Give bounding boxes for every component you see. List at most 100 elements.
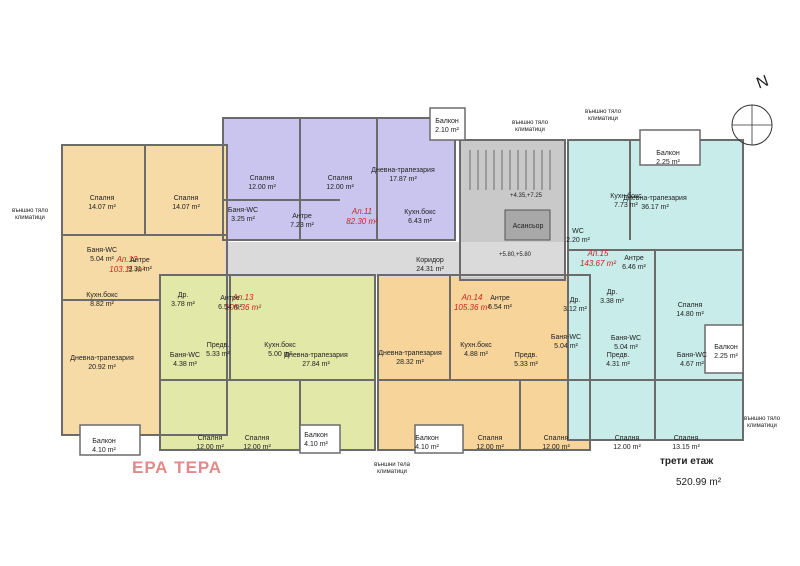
annotation-ac-unit-top: външно тяло <box>512 120 549 126</box>
brand-watermark: ЕРА ТЕРА <box>132 458 223 477</box>
annotation-ac-unit-right-top: външно тяло <box>585 109 622 115</box>
room-name: Др. <box>570 297 581 304</box>
room-area: 28.32 m² <box>396 359 424 366</box>
room-area: 7.23 m² <box>290 222 314 229</box>
room-area: 7.73 m² <box>614 202 638 209</box>
room-area: 5.33 m² <box>514 361 538 368</box>
annotation-ac-units-bottom: външни тела <box>374 462 411 468</box>
room-name: Предв. <box>515 352 537 359</box>
room-name: Дневна-трапезария <box>70 355 134 362</box>
room-name: Антре <box>490 295 510 302</box>
annotation-ac-unit-right-bottom: климатици <box>747 423 777 429</box>
room-name: Балкон <box>415 435 439 442</box>
room-name: Баня-WC <box>611 335 641 342</box>
room-name: Спалня <box>174 195 199 202</box>
room-name: Спалня <box>544 435 569 442</box>
room-area: 13.15 m² <box>672 444 700 451</box>
annotation-level-top: +4.35,+7.25 <box>510 193 543 199</box>
total-area: 520.99 m² <box>676 477 722 488</box>
annotation-ac-unit-top: климатици <box>515 127 545 133</box>
room-area: 5.04 m² <box>554 343 578 350</box>
room-name: Спалня <box>198 435 223 442</box>
room-name: Предв. <box>207 342 229 349</box>
room-name: Баня-WC <box>87 247 117 254</box>
apartment-11-area <box>223 118 455 240</box>
apartment-area: 103.11 m² <box>109 265 145 274</box>
room-area: 12.00 m² <box>326 184 354 191</box>
room-area: 12.00 m² <box>196 444 224 451</box>
apartment-area: 143.67 m² <box>580 259 616 268</box>
room-area: 5.04 m² <box>614 344 638 351</box>
room-area: 27.84 m² <box>302 361 330 368</box>
room-area: 2.10 m² <box>435 127 459 134</box>
annotation-ac-unit-right-bottom: външно тяло <box>744 416 781 422</box>
room-area: 5.33 m² <box>206 351 230 358</box>
room-name: Кухн.бокс <box>86 291 118 299</box>
room-name: Спалня <box>328 175 353 182</box>
room-name: Кухн.бокс <box>264 341 296 349</box>
annotation-ac-unit-left: външно тяло <box>12 208 49 214</box>
apartment-area: 105.36 m² <box>225 303 261 312</box>
room-name: Баня-WC <box>551 334 581 341</box>
room-area: 6.46 m² <box>622 264 646 271</box>
room-name: Баня-WC <box>228 207 258 214</box>
room-name: Балкон <box>656 150 680 157</box>
elevator <box>504 209 551 241</box>
room-name: Антре <box>292 213 312 220</box>
room-name: Кухн.бокс <box>460 341 492 349</box>
room-name: Антре <box>220 295 240 302</box>
annotation-ac-unit-right-top: климатици <box>588 116 618 122</box>
apartment-label: Ап.11 <box>351 207 372 216</box>
room-area: 12.00 m² <box>243 444 271 451</box>
room-name: Др. <box>178 292 189 299</box>
apartment-label: Ап.15 <box>587 249 609 258</box>
room-area: 3.25 m² <box>231 216 255 223</box>
room-area: 2.25 m² <box>656 159 680 166</box>
room-area: 36.17 m² <box>641 204 669 211</box>
room-name: Дневна-трапезария <box>284 352 348 359</box>
room-area: 2.20 m² <box>566 237 590 244</box>
room-area: 3.38 m² <box>600 298 624 305</box>
room-area: 6.54 m² <box>218 304 242 311</box>
room-area: 14.07 m² <box>172 204 200 211</box>
apartment-13-area <box>160 275 375 450</box>
room-area: 24.31 m² <box>416 266 444 273</box>
room-name: Спалня <box>678 302 703 309</box>
apartment-area: 105.36 m² <box>454 303 490 312</box>
room-name: Балкон <box>714 344 738 351</box>
room-area: 14.80 m² <box>676 311 704 318</box>
room-area: 5.04 m² <box>90 256 114 263</box>
room-area: 14.07 m² <box>88 204 116 211</box>
room-area: 4.10 m² <box>304 441 328 448</box>
room-area: 6.43 m² <box>408 218 432 225</box>
room-area: 3.12 m² <box>563 306 587 313</box>
room-area: 17.87 m² <box>389 176 417 183</box>
room-name: Баня-WC <box>170 352 200 359</box>
room-name: Спалня <box>478 435 503 442</box>
room-area: 4.31 m² <box>606 361 630 368</box>
corridor <box>225 242 565 277</box>
apartment-14-area <box>378 275 590 450</box>
room-name: WC <box>572 228 584 235</box>
room-area: 12.00 m² <box>248 184 276 191</box>
room-name: Предв. <box>607 352 629 359</box>
room-name: Балкон <box>435 118 459 125</box>
room-name: Дневна-трапезария <box>378 350 442 357</box>
room-area: 3.78 m² <box>171 301 195 308</box>
room-area: 6.54 m² <box>488 304 512 311</box>
room-area: 4.38 m² <box>173 361 197 368</box>
room-area: 12.00 m² <box>476 444 504 451</box>
room-area: 4.88 m² <box>464 351 488 358</box>
apartment-area: 82.30 m² <box>346 217 378 226</box>
annotation-level-bottom: +5.80,+5.80 <box>499 252 532 258</box>
room-name: Спалня <box>615 435 640 442</box>
room-name: Кухн.бокс <box>404 208 436 216</box>
room-name: Антре <box>624 255 644 262</box>
room-name: Кухн.бокс <box>610 192 642 200</box>
room-area: 5.00 m² <box>268 351 292 358</box>
apartment-label: Ап.13 <box>232 293 254 302</box>
room-area: 4.67 m² <box>680 361 704 368</box>
room-area: 9.31 m² <box>128 266 152 273</box>
room-area: 12.00 m² <box>542 444 570 451</box>
room-name: Дневна-трапезария <box>623 195 687 202</box>
